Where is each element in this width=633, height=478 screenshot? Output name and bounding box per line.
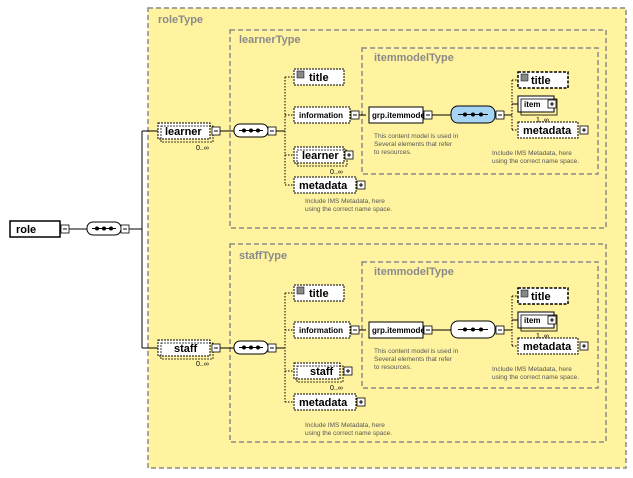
attribute-icon (520, 73, 529, 82)
role-sequence-icon[interactable] (86, 221, 122, 236)
staff-information-label: information (299, 326, 343, 335)
stafftype-label: staffType (239, 250, 287, 262)
staff-itemmodel-note-2: Several elements that refer (374, 356, 453, 363)
learner-itemmodel-metadata-label: metadata (523, 125, 572, 137)
staff-grp-collapse-icon[interactable] (423, 325, 433, 335)
learner-grp-collapse-icon[interactable] (423, 110, 433, 120)
learner-itemmodel-title-label: title (531, 75, 551, 87)
learner-itemmodel-sequence-collapse-icon[interactable] (495, 110, 505, 120)
staff-itemmodel-note-3: to resources. (374, 364, 412, 371)
staff-metadata-element[interactable] (293, 393, 357, 411)
staff-sequence-icon[interactable] (233, 340, 269, 355)
staff-itemmodel-item-label: item (524, 316, 540, 325)
role-label: role (16, 224, 36, 236)
learner-information-collapse-icon[interactable] (350, 110, 360, 120)
learner-learner-expand-icon[interactable] (344, 150, 354, 160)
learner-itemmodel-note-1: This content model is used in (374, 133, 459, 140)
roletype-label: roleType (158, 14, 203, 26)
staff-information-element[interactable] (293, 321, 351, 339)
staff-itemmodel-title-element[interactable] (517, 287, 569, 305)
learner-itemmodel-metadata-expand-icon[interactable] (579, 125, 589, 135)
staff-staff-occurrence: 0..∞ (330, 385, 343, 392)
staff-grp-itemmodel-label: grp.itemmodel (372, 326, 427, 335)
staff-itemmodel-metadata-note-1: Include IMS Metadata, here (492, 366, 572, 373)
learner-metadata-note-2: using the correct name space. (305, 206, 392, 213)
learner-metadata-expand-icon[interactable] (356, 180, 366, 190)
attribute-icon (296, 70, 305, 79)
staff-itemmodel-metadata-note-2: using the correct name space. (492, 374, 579, 381)
attribute-icon (296, 286, 305, 295)
learner-itemmodel-item-occurrence: 1..∞ (536, 117, 549, 124)
learner-sequence-icon[interactable] (233, 123, 269, 138)
learner-grp-itemmodel[interactable] (368, 106, 424, 124)
staff-itemmodel-metadata-label: metadata (523, 341, 572, 353)
staff-itemmodel-title-label: title (531, 291, 551, 303)
role-element[interactable] (9, 220, 61, 238)
learner-collapse-icon[interactable] (211, 126, 221, 136)
learner-itemmodel-metadata-note-1: Include IMS Metadata, here (492, 150, 572, 157)
staff-metadata-label: metadata (299, 397, 348, 409)
staff-sequence-collapse-icon[interactable] (267, 343, 277, 353)
staff-staff-element[interactable] (293, 362, 341, 380)
staff-grp-itemmodel[interactable] (368, 321, 424, 339)
learner-sequence-collapse-icon[interactable] (267, 126, 277, 136)
staff-staff-label: staff (310, 366, 334, 378)
learner-itemmodel-item-label: item (524, 100, 540, 109)
staff-itemmodel-note-1: This content model is used in (374, 348, 459, 355)
learner-label: learner (165, 126, 202, 138)
learner-title-label: title (309, 72, 329, 84)
learner-itemmodel-metadata-element[interactable] (517, 121, 579, 139)
staff-label: staff (174, 343, 198, 355)
staff-title-label: title (309, 288, 329, 300)
staff-itemmodel-sequence-collapse-icon[interactable] (495, 325, 505, 335)
learner-metadata-note-1: Include IMS Metadata, here (305, 198, 385, 205)
learner-itemmodel-title-element[interactable] (517, 71, 569, 89)
learner-title-element[interactable] (293, 68, 345, 86)
learner-grp-itemmodel-label: grp.itemmodel (372, 111, 427, 120)
learner-element[interactable] (157, 122, 211, 140)
staff-metadata-expand-icon[interactable] (356, 397, 366, 407)
learner-itemmodel-item-expand-icon[interactable] (547, 99, 557, 109)
learner-metadata-element[interactable] (293, 176, 357, 194)
staff-collapse-icon[interactable] (211, 343, 221, 353)
staff-itemmodel-metadata-element[interactable] (517, 337, 579, 355)
staff-metadata-note-1: Include IMS Metadata, here (305, 422, 385, 429)
learner-itemmodel-note-3: to resources. (374, 149, 412, 156)
staff-metadata-note-2: using the correct name space. (305, 430, 392, 437)
staff-element[interactable] (157, 339, 211, 357)
staff-itemmodeltype-label: itemmodelType (374, 266, 454, 278)
role-sequence-collapse-icon[interactable] (120, 224, 130, 234)
staff-occurrence: 0..∞ (196, 361, 209, 368)
learner-information-label: information (299, 111, 343, 120)
learner-itemmodeltype-label: itemmodelType (374, 52, 454, 64)
staff-staff-expand-icon[interactable] (343, 366, 353, 376)
staff-itemmodel-item-expand-icon[interactable] (547, 315, 557, 325)
staff-itemmodel-metadata-expand-icon[interactable] (579, 341, 589, 351)
staff-itemmodel-item-occurrence: 1..∞ (536, 333, 549, 340)
learner-learner-label: learner (302, 150, 339, 162)
learnertype-label: learnerType (239, 34, 301, 46)
learner-itemmodel-metadata-note-2: using the correct name space. (492, 158, 579, 165)
learner-itemmodel-note-2: Several elements that refer (374, 141, 453, 148)
learner-information-element[interactable] (293, 106, 351, 124)
staff-title-element[interactable] (293, 284, 345, 302)
learner-occurrence: 0..∞ (196, 145, 209, 152)
learner-learner-occurrence: 0..∞ (330, 169, 343, 176)
attribute-icon (520, 289, 529, 298)
learner-metadata-label: metadata (299, 180, 348, 192)
staff-information-collapse-icon[interactable] (350, 325, 360, 335)
learner-learner-element[interactable] (293, 146, 345, 164)
role-collapse-icon[interactable] (60, 224, 70, 234)
